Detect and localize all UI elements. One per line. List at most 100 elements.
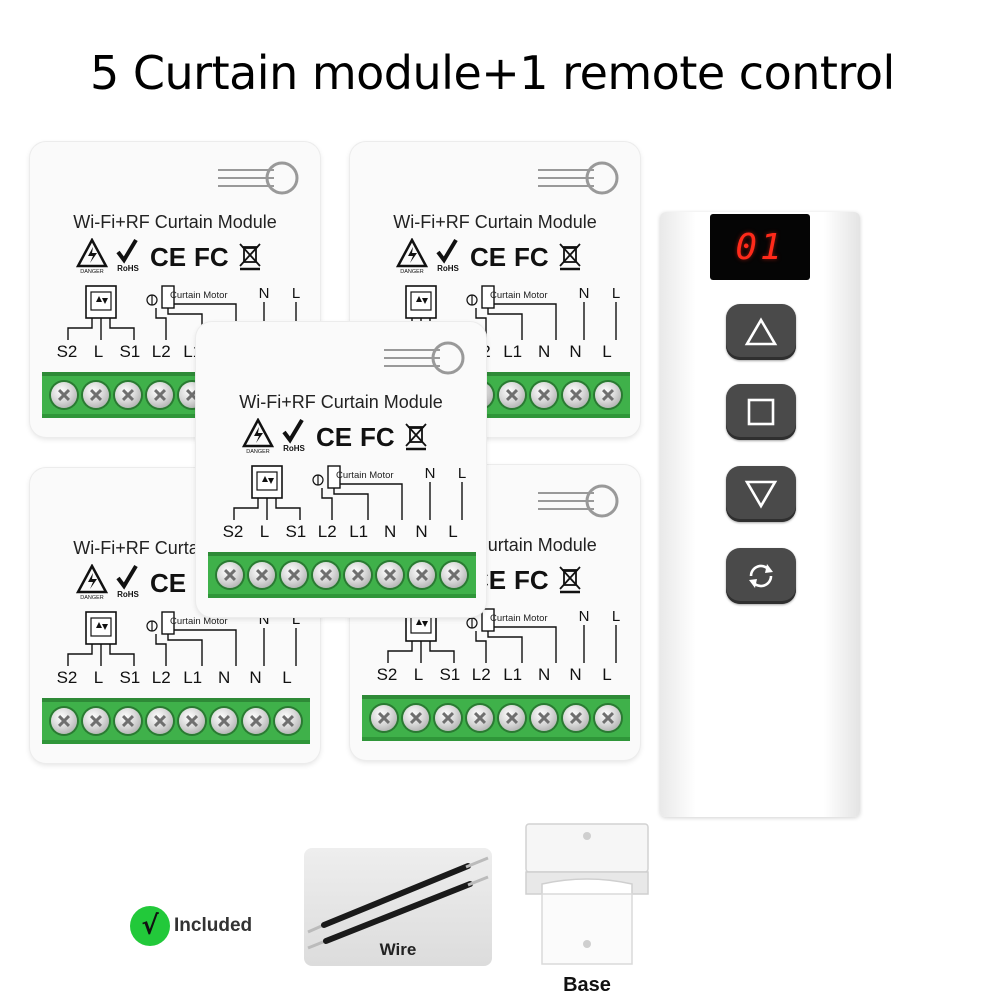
terminal-label: L1 [503,342,523,361]
reverse-button[interactable] [726,548,796,604]
module-title: Wi-Fi+RF Curtain Module [239,392,443,412]
terminal-label: N [249,668,262,687]
terminal-label: S2 [376,665,398,684]
terminal-label: L [448,522,458,541]
wiring-diagram: N L [233,465,466,520]
terminal-screw-icon [371,705,397,731]
weee-bin-icon [239,243,261,271]
terminal-label: L1 [503,665,523,684]
svg-text:N: N [579,608,590,625]
curtain-module-5: Wi-Fi+RF Curtain Module DANGER RoHS CE F… [196,322,486,617]
terminal-label: L [259,522,270,541]
remote-control: 01 [660,212,860,817]
fc-mark-icon: FC [514,565,549,595]
terminal-block [362,695,630,741]
terminal-screw-icon [115,382,141,408]
base-label: Base [563,974,611,996]
down-triangle-icon [744,480,778,509]
rohs-check-icon: RoHS [116,564,140,599]
terminal-screw-icon [83,708,109,734]
ce-mark-icon: CE [150,242,186,272]
stop-button[interactable] [726,384,796,440]
terminal-screw-icon [147,708,173,734]
terminal-label: N [537,665,551,684]
terminal-label: L2 [471,665,491,684]
terminal-screw-icon [51,708,77,734]
motor-label: Curtain Motor [490,613,548,624]
fc-mark-icon: FC [194,242,229,272]
svg-text:RoHS: RoHS [437,264,459,273]
ce-mark-icon: CE [470,242,506,272]
reverse-cycle-icon [749,564,773,588]
terminal-label: N [415,522,428,541]
svg-text:L: L [292,285,300,302]
pull-ring-icon [538,484,619,518]
terminal-screw-icon [275,708,301,734]
terminal-screw-icon [243,708,269,734]
terminal-label: S2 [222,522,244,541]
down-button[interactable] [726,466,796,522]
wiring-diagram: N L [67,285,300,340]
terminal-label: L [282,668,292,687]
wiring-diagram: N L [387,285,620,340]
terminal-label: S1 [285,522,307,541]
svg-text:L: L [292,611,300,628]
svg-text:N: N [579,285,590,302]
wire-accessory: Wire [304,848,492,966]
weee-bin-icon [405,423,427,451]
terminal-label: S1 [439,665,461,684]
svg-text:RoHS: RoHS [283,444,305,453]
up-button[interactable] [726,304,796,360]
terminal-label: N [537,342,551,361]
certification-marks: DANGER RoHS CE FC [76,238,261,274]
weee-bin-icon [559,566,581,594]
wiring-diagram: N L [387,608,620,663]
terminal-screw-icon [179,708,205,734]
rohs-check-icon: RoHS [436,238,460,273]
terminal-screw-icon [377,562,403,588]
wiring-diagram: N L [67,611,300,666]
base-bracket-icon [525,823,649,965]
svg-text:L: L [612,608,620,625]
included-marker: √ Included [130,906,252,946]
terminal-screw-icon [441,562,467,588]
terminal-screw-icon [499,705,525,731]
svg-text:L: L [612,285,620,302]
motor-label: Curtain Motor [336,470,394,481]
up-triangle-icon [744,317,778,346]
terminal-block [208,552,476,598]
svg-text:L: L [458,465,466,482]
terminal-screw-icon [345,562,371,588]
terminal-label: S2 [56,668,78,687]
terminal-label: N [217,668,231,687]
terminal-label: L1 [349,522,369,541]
pull-ring-icon [218,161,299,195]
terminal-screw-icon [249,562,275,588]
svg-text:RoHS: RoHS [117,590,139,599]
wire-label: Wire [379,940,417,959]
pull-ring-icon [384,341,465,375]
terminal-screw-icon [531,382,557,408]
module-title: Wi-Fi+RF Curtain Module [393,212,597,232]
terminal-block [42,698,310,744]
svg-text:N: N [425,465,436,482]
terminal-label: L [413,665,424,684]
terminal-label: S1 [119,342,141,361]
svg-text:DANGER: DANGER [80,269,104,274]
terminal-label: S1 [119,668,141,687]
terminal-screw-icon [147,382,173,408]
terminal-screw-icon [563,382,589,408]
danger-triangle-icon: DANGER [76,564,109,600]
terminal-screw-icon [115,708,141,734]
terminal-screw-icon [313,562,339,588]
fc-mark-icon: FC [360,422,395,452]
wire-icon [307,856,489,950]
terminal-label: S2 [56,342,78,361]
fc-mark-icon: FC [514,242,549,272]
terminal-label: L2 [151,668,171,687]
weee-bin-icon [559,243,581,271]
terminal-screw-icon [531,705,557,731]
